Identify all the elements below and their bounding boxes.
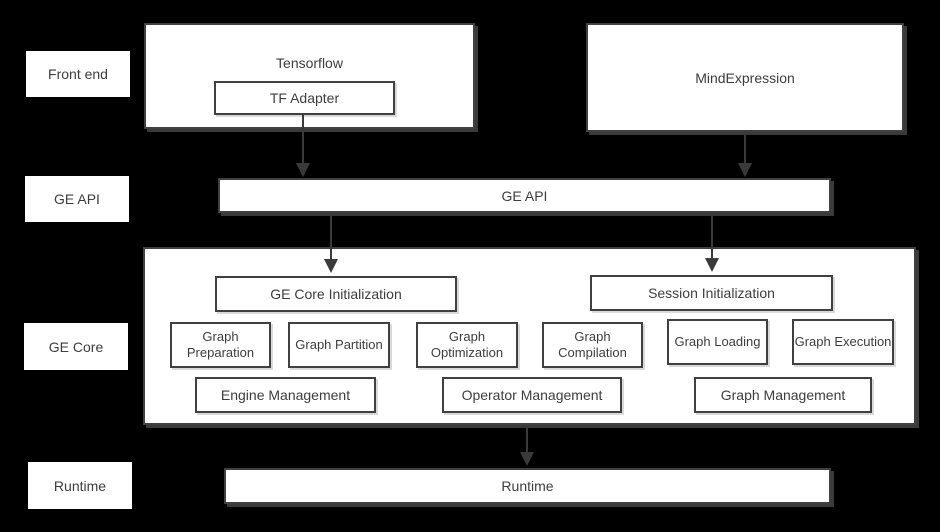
graph-partition-box: Graph Partition <box>288 322 390 368</box>
layer-label-front-end: Front end <box>26 51 130 97</box>
graph-optimization-box: Graph Optimization <box>416 322 518 368</box>
graph-preparation-box: Graph Preparation <box>170 322 271 368</box>
graph-compilation-box: Graph Compilation <box>542 322 643 368</box>
ge-core-initialization-box: GE Core Initialization <box>215 276 457 312</box>
mindexpression-box: MindExpression <box>586 23 904 132</box>
session-initialization-box: Session Initialization <box>590 275 833 311</box>
tensorflow-label: Tensorflow <box>276 55 343 71</box>
ge-core-container: GE Core Initialization Session Initializ… <box>143 247 916 425</box>
operator-management-box: Operator Management <box>442 377 622 413</box>
tf-adapter-box: TF Adapter <box>214 81 395 115</box>
layer-label-ge-core: GE Core <box>24 323 128 370</box>
graph-management-box: Graph Management <box>694 377 872 413</box>
runtime-bar: Runtime <box>224 468 831 504</box>
engine-management-box: Engine Management <box>195 377 376 413</box>
tensorflow-box: Tensorflow TF Adapter <box>144 23 475 129</box>
ge-api-bar: GE API <box>218 178 831 213</box>
graph-execution-box: Graph Execution <box>792 319 894 365</box>
graph-loading-box: Graph Loading <box>667 319 768 365</box>
layer-label-runtime: Runtime <box>28 462 132 509</box>
layer-label-ge-api: GE API <box>25 176 129 222</box>
